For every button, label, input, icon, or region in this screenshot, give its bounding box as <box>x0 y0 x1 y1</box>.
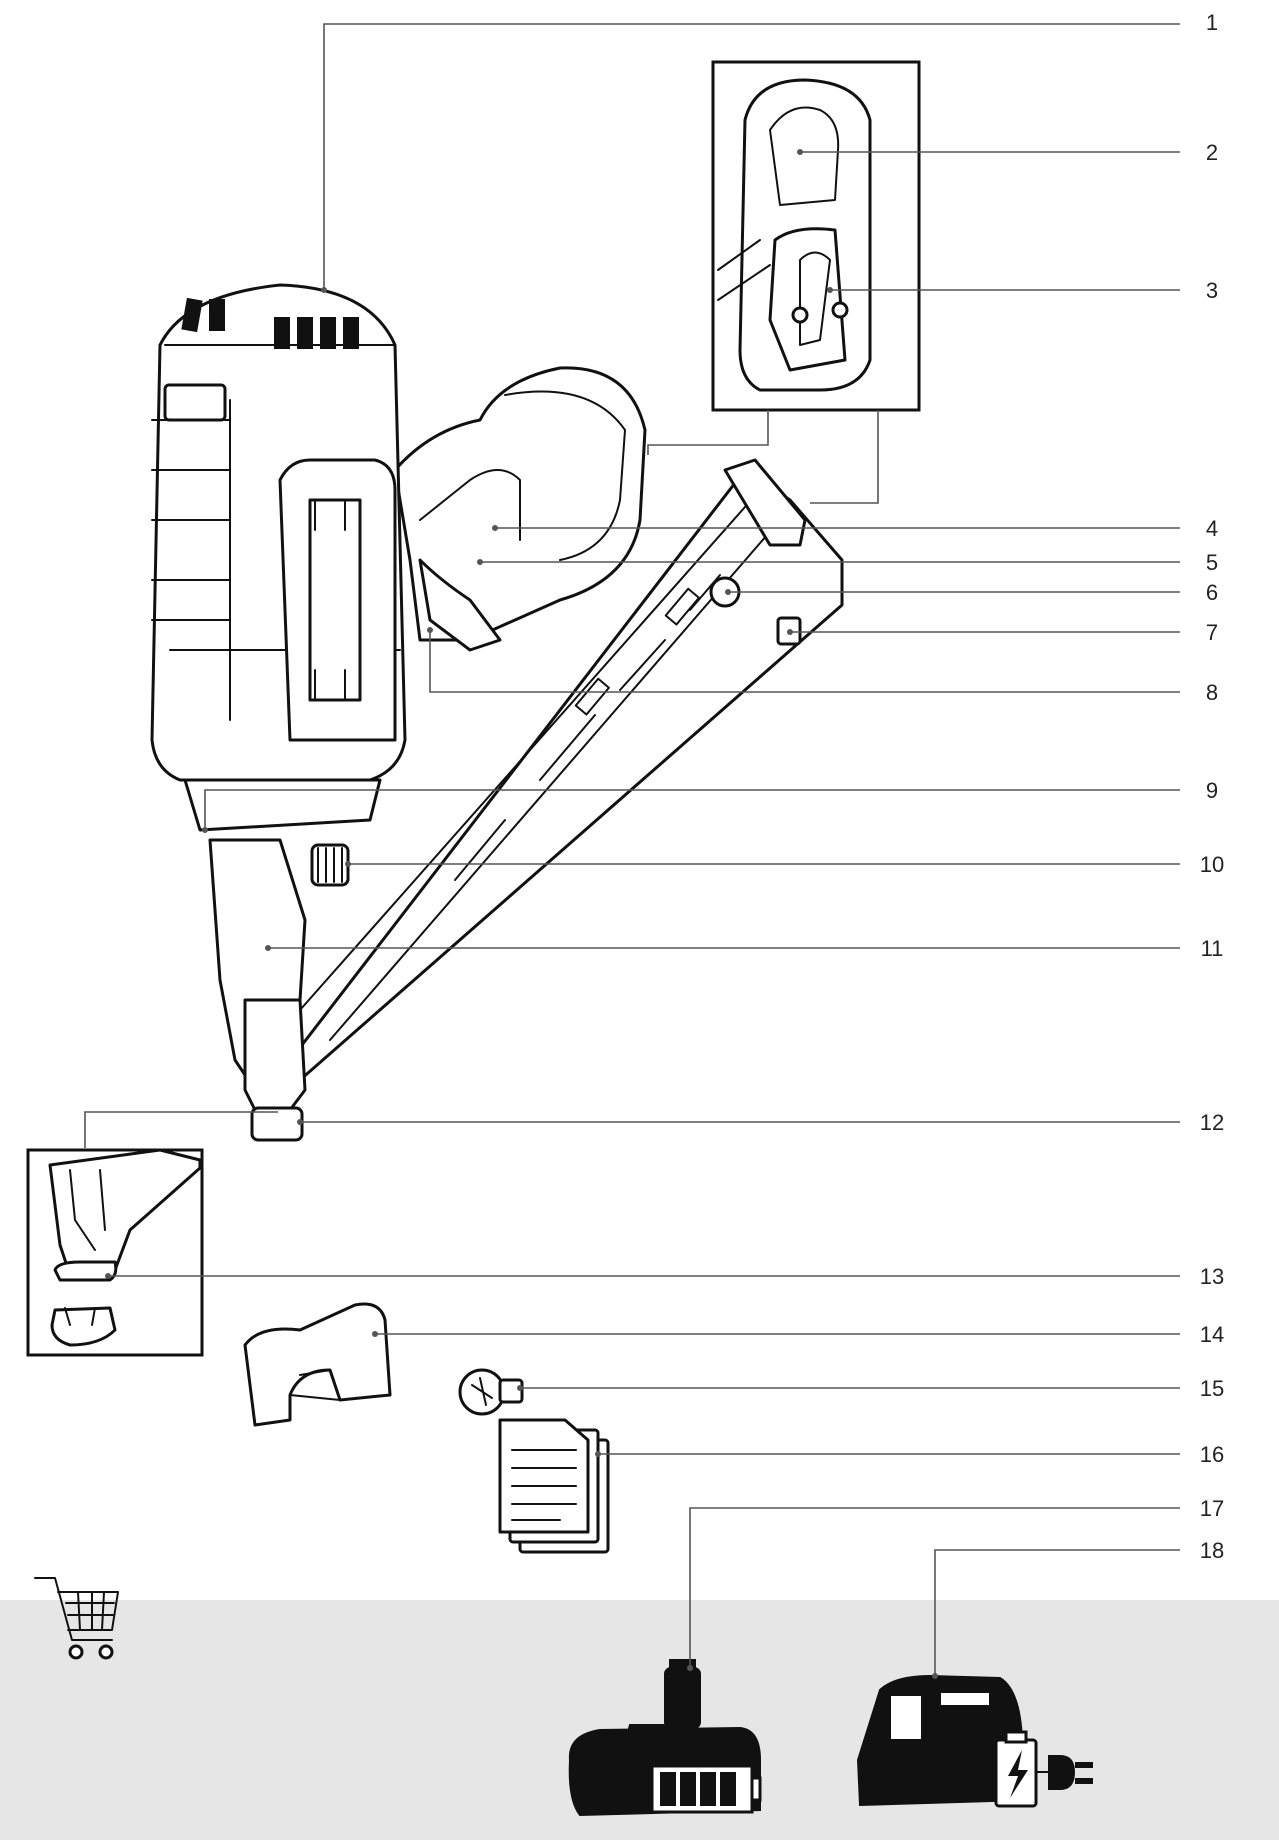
callout-number-11: 11 <box>1201 936 1224 961</box>
leader-line-1 <box>323 23 1180 290</box>
plug-icon <box>1035 1755 1093 1790</box>
leader-anchor-4 <box>492 525 498 531</box>
no-mar-tip-detail <box>26 1111 278 1357</box>
callout-number-12: 12 <box>1200 1110 1224 1135</box>
callout-number-4: 4 <box>1206 516 1218 541</box>
leader-anchor-3 <box>827 287 833 293</box>
leader-line-9 <box>204 789 1180 830</box>
leader-anchor-16 <box>595 1451 601 1457</box>
leader-anchor-18 <box>932 1673 938 1679</box>
callout-number-3: 3 <box>1206 278 1218 303</box>
callout-number-10: 10 <box>1200 852 1224 877</box>
nailer-tool <box>150 283 844 1142</box>
charging-bolt-icon <box>994 1730 1038 1808</box>
callout-number-9: 9 <box>1206 778 1218 803</box>
leader-anchor-13 <box>105 1273 111 1279</box>
leader-anchor-14 <box>372 1331 378 1337</box>
rafter-hook-detail <box>647 60 921 504</box>
leader-anchor-11 <box>265 945 271 951</box>
callout-number-15: 15 <box>1200 1376 1224 1401</box>
leader-anchor-12 <box>297 1119 303 1125</box>
callout-number-14: 14 <box>1200 1322 1224 1347</box>
callout-number-8: 8 <box>1206 680 1218 705</box>
leader-anchor-1 <box>321 287 327 293</box>
leader-anchor-17 <box>687 1665 693 1671</box>
charger-icon <box>856 1674 1026 1807</box>
leader-line-18 <box>934 1549 1180 1676</box>
callout-number-18: 18 <box>1200 1538 1224 1563</box>
leader-anchor-10 <box>345 861 351 867</box>
callout-number-17: 17 <box>1200 1496 1224 1521</box>
leader-anchor-9 <box>202 827 208 833</box>
callout-number-7: 7 <box>1206 620 1218 645</box>
leader-lines <box>105 23 1180 1679</box>
leader-line-8 <box>429 630 1180 693</box>
shopping-cart-icon <box>34 1577 119 1660</box>
callout-number-6: 6 <box>1206 580 1218 605</box>
callout-number-1: 1 <box>1206 10 1218 35</box>
callout-number-2: 2 <box>1206 140 1218 165</box>
callout-number-16: 16 <box>1200 1442 1224 1467</box>
screw-icon <box>458 1368 524 1416</box>
leader-anchor-2 <box>797 149 803 155</box>
belt-hook-icon <box>243 1302 392 1427</box>
leader-line-17 <box>689 1507 1180 1668</box>
leader-anchor-6 <box>725 589 731 595</box>
battery-level-icon <box>650 1764 762 1814</box>
manual-documents-icon <box>498 1418 610 1554</box>
callout-number-13: 13 <box>1200 1264 1224 1289</box>
leader-anchor-15 <box>517 1385 523 1391</box>
leader-anchor-8 <box>427 627 433 633</box>
callout-number-5: 5 <box>1206 550 1218 575</box>
leader-anchor-7 <box>787 629 793 635</box>
leader-anchor-5 <box>477 559 483 565</box>
